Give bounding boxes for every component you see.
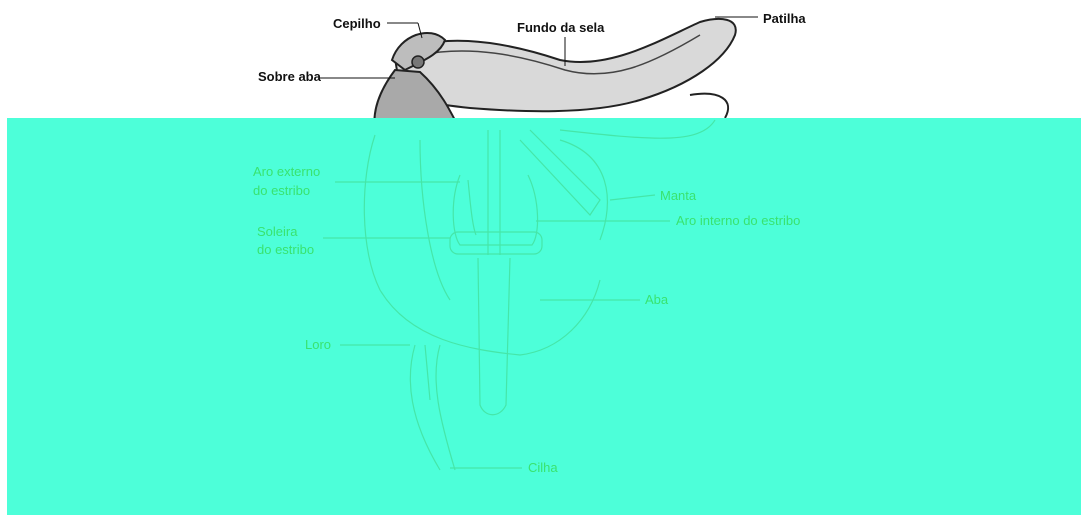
label-aro-interno: Aro interno do estribo — [676, 213, 800, 229]
label-cilha: Cilha — [528, 460, 558, 476]
label-aro-externo-line2: do estribo — [253, 183, 310, 199]
label-soleira-line1: Soleira — [257, 224, 297, 240]
label-aba: Aba — [645, 292, 668, 308]
label-soleira-line2: do estribo — [257, 242, 314, 258]
label-aro-externo-line1: Aro externo — [253, 164, 320, 180]
label-loro: Loro — [305, 337, 331, 353]
label-manta: Manta — [660, 188, 696, 204]
